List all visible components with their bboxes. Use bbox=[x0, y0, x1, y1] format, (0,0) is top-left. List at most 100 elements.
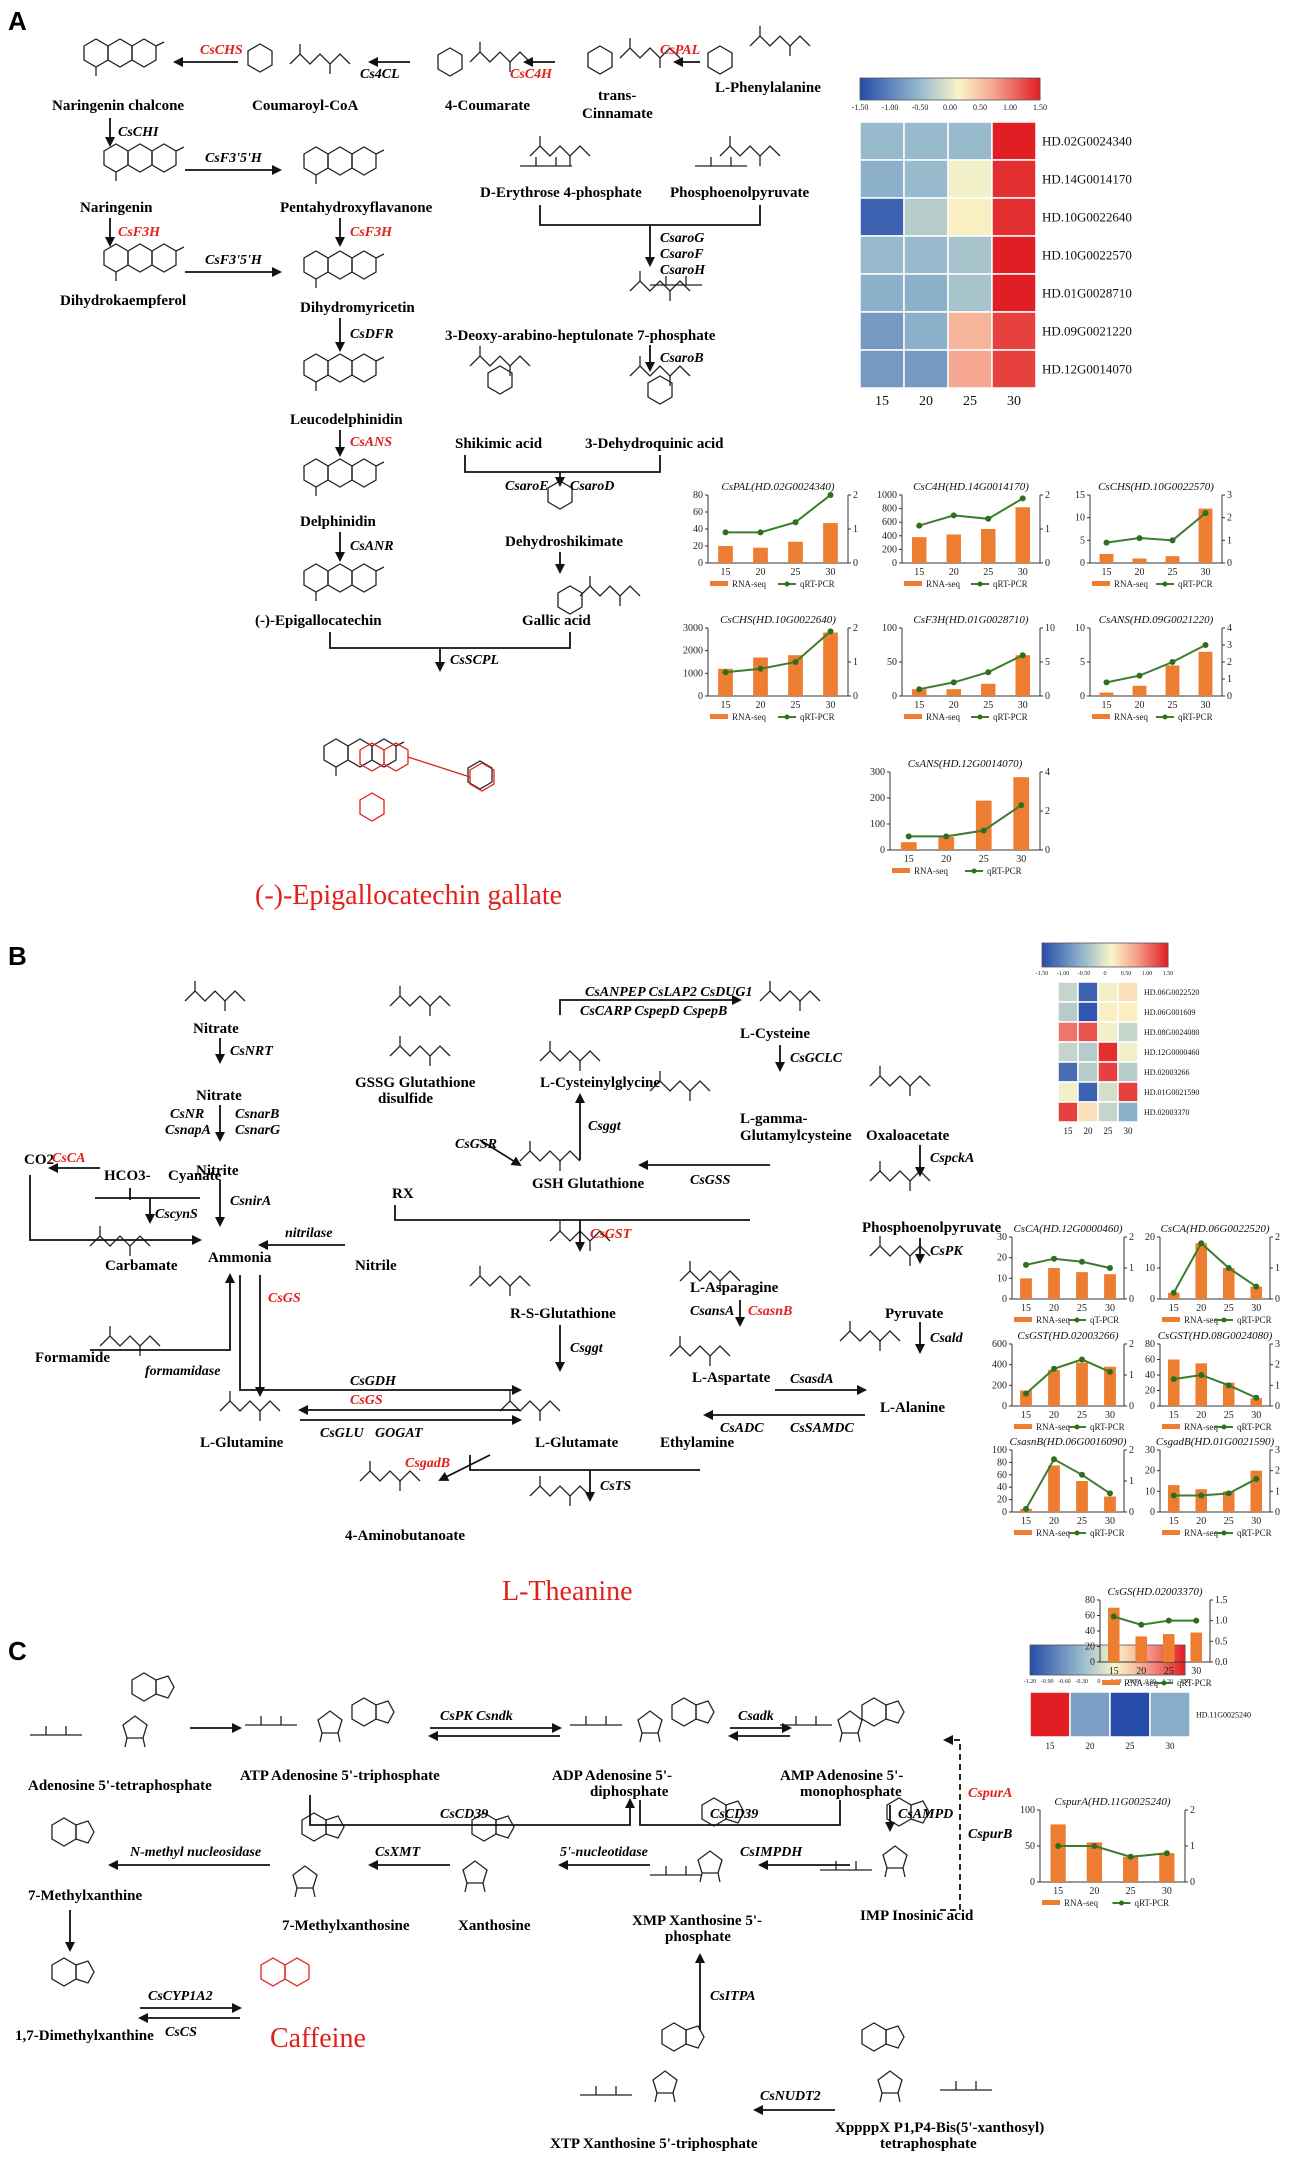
chart-y-tick: 2000 bbox=[683, 646, 703, 657]
svg-text:CsPAL: CsPAL bbox=[660, 43, 700, 58]
heatmap-col-label: 20 bbox=[919, 394, 933, 409]
chart-title: CsGST(HD.02003266) bbox=[1017, 1330, 1118, 1342]
heatmap-legend-swatch bbox=[1056, 943, 1060, 967]
heatmap-legend-swatch bbox=[1067, 943, 1070, 967]
heatmap-legend-swatch bbox=[1111, 943, 1114, 967]
chart-bar bbox=[1159, 1853, 1175, 1882]
svg-text:1,7-Dimethylxanthine: 1,7-Dimethylxanthine bbox=[15, 2028, 154, 2044]
svg-text:CsITPA: CsITPA bbox=[710, 1989, 756, 2004]
svg-text:CsansA: CsansA bbox=[690, 1304, 734, 1319]
svg-text:Dihydrokaempferol: Dihydrokaempferol bbox=[60, 293, 186, 309]
chart-y-tick: 1000 bbox=[877, 490, 897, 501]
chart-title: CsCA(HD.06G0022520) bbox=[1160, 1223, 1269, 1235]
chart-y-tick: 40 bbox=[693, 524, 703, 535]
heatmap-legend-swatch bbox=[1157, 943, 1161, 967]
heatmap-legend-swatch bbox=[1159, 943, 1163, 967]
svg-text:CsaroD: CsaroD bbox=[570, 479, 614, 494]
heatmap-legend-swatch bbox=[920, 78, 924, 100]
chart-bar bbox=[823, 632, 838, 696]
heatmap-row-label: HD.14G0014170 bbox=[1042, 172, 1132, 187]
heatmap-legend-swatch bbox=[941, 78, 945, 100]
heatmap-cell bbox=[1077, 1041, 1099, 1063]
chart-y-tick: 80 bbox=[693, 490, 703, 501]
svg-text:Oxaloacetate: Oxaloacetate bbox=[866, 1128, 950, 1144]
heatmap-legend-swatch bbox=[863, 78, 867, 100]
chart-y2-tick: 3 bbox=[1227, 490, 1232, 501]
heatmap-cell bbox=[991, 349, 1037, 389]
chart-qpcr-point bbox=[1225, 1382, 1232, 1389]
chart-qpcr-line bbox=[1058, 1845, 1167, 1858]
chart-x-tick: 25 bbox=[983, 700, 993, 711]
chart-bar bbox=[1222, 1491, 1235, 1512]
chart-y-tick: 80 bbox=[1145, 1339, 1155, 1350]
heatmap-legend-swatch bbox=[1174, 1645, 1178, 1675]
chart-y2-tick: 2 bbox=[853, 623, 858, 634]
chart-legend-qpcr: qRT-PCR bbox=[993, 579, 1028, 589]
chart-bar bbox=[1020, 1278, 1032, 1299]
heatmap-cell bbox=[903, 197, 949, 237]
chart-bar bbox=[1076, 1362, 1088, 1406]
chart-x-tick: 15 bbox=[904, 854, 914, 865]
svg-text:CsasdA: CsasdA bbox=[790, 1372, 834, 1387]
chart-legend-swatch-rnaseq bbox=[892, 868, 910, 873]
chart-y-tick: 3000 bbox=[683, 623, 703, 634]
heatmap-legend-swatch bbox=[950, 78, 954, 100]
heatmap-cell bbox=[903, 121, 949, 161]
chart-bar bbox=[718, 546, 733, 563]
heatmap-legend-swatch bbox=[1048, 943, 1051, 967]
svg-text:HCO3-: HCO3- bbox=[104, 1168, 151, 1184]
chart-y2-tick: 3 bbox=[1275, 1445, 1280, 1456]
chart-legend-rnaseq: RNA-seq bbox=[732, 579, 766, 589]
heatmap-legend-swatch bbox=[869, 78, 873, 100]
svg-text:CsaroF: CsaroF bbox=[660, 247, 704, 262]
svg-text:GSSG Glutathione: GSSG Glutathione bbox=[355, 1075, 476, 1091]
svg-text:CspurB: CspurB bbox=[968, 1827, 1012, 1842]
chart-legend-swatch-rnaseq bbox=[1014, 1317, 1032, 1322]
chart-y-tick: 80 bbox=[1085, 1595, 1095, 1606]
chart-x-tick: 15 bbox=[1169, 1410, 1179, 1421]
svg-text:CsGS: CsGS bbox=[350, 1393, 383, 1408]
chart-qpcr-point bbox=[1023, 1390, 1029, 1397]
chart-bar bbox=[1165, 665, 1180, 696]
heatmap-legend-swatch bbox=[929, 78, 933, 100]
chart-y-tick: 400 bbox=[992, 1360, 1007, 1371]
heatmap-cell bbox=[859, 349, 905, 389]
chart-bar bbox=[912, 537, 927, 563]
heatmap-legend-swatch bbox=[1132, 943, 1135, 967]
svg-text:Adenosine 5'-tetraphosphate: Adenosine 5'-tetraphosphate bbox=[28, 1778, 212, 1794]
chart-x-tick: 30 bbox=[1162, 1886, 1172, 1897]
chart-y-tick: 0 bbox=[1150, 1507, 1155, 1518]
heatmap-legend-swatch bbox=[932, 78, 936, 100]
svg-text:CO2: CO2 bbox=[24, 1152, 54, 1168]
chart-legend-qpcr: qRT-PCR bbox=[1178, 712, 1213, 722]
svg-text:D-Erythrose 4-phosphate: D-Erythrose 4-phosphate bbox=[480, 185, 642, 201]
svg-text:CsCHS: CsCHS bbox=[200, 43, 243, 58]
heatmap-legend-swatch bbox=[1115, 943, 1119, 967]
chart-legend-rnaseq: RNA-seq bbox=[1184, 1528, 1218, 1538]
chart-y-tick: 0 bbox=[698, 691, 703, 702]
heatmap-legend-swatch bbox=[923, 78, 927, 100]
heatmap-cell bbox=[903, 349, 949, 389]
chart-y-tick: 1000 bbox=[683, 668, 703, 679]
chart-bar bbox=[1123, 1856, 1139, 1882]
chart-bar bbox=[1167, 1485, 1180, 1512]
heatmap-legend-swatch bbox=[1073, 943, 1077, 967]
chart-legend-rnaseq: RNA-seq bbox=[926, 579, 960, 589]
svg-text:L-Glutamate: L-Glutamate bbox=[535, 1435, 619, 1451]
chart-bar bbox=[1076, 1481, 1088, 1512]
chart-legend-marker-qpcr bbox=[784, 581, 790, 587]
arrows-b bbox=[29, 995, 925, 1502]
heatmap-legend-swatch bbox=[1102, 943, 1106, 967]
chart-bar bbox=[981, 529, 996, 563]
svg-text:Nitrate: Nitrate bbox=[196, 1088, 242, 1104]
heatmap-legend-swatch bbox=[1159, 1645, 1163, 1675]
chart-x-tick: 30 bbox=[1251, 1410, 1261, 1421]
svg-text:RX: RX bbox=[392, 1186, 414, 1202]
svg-text:CsaroH: CsaroH bbox=[660, 263, 706, 278]
chart-bar bbox=[1162, 1634, 1175, 1662]
heatmap-cell bbox=[859, 273, 905, 313]
chart-y-tick: 10 bbox=[1075, 623, 1085, 634]
chart-legend-swatch-rnaseq bbox=[904, 581, 922, 586]
chart-qpcr-point bbox=[1107, 1368, 1113, 1375]
chart-qpcr-point bbox=[1018, 802, 1025, 809]
